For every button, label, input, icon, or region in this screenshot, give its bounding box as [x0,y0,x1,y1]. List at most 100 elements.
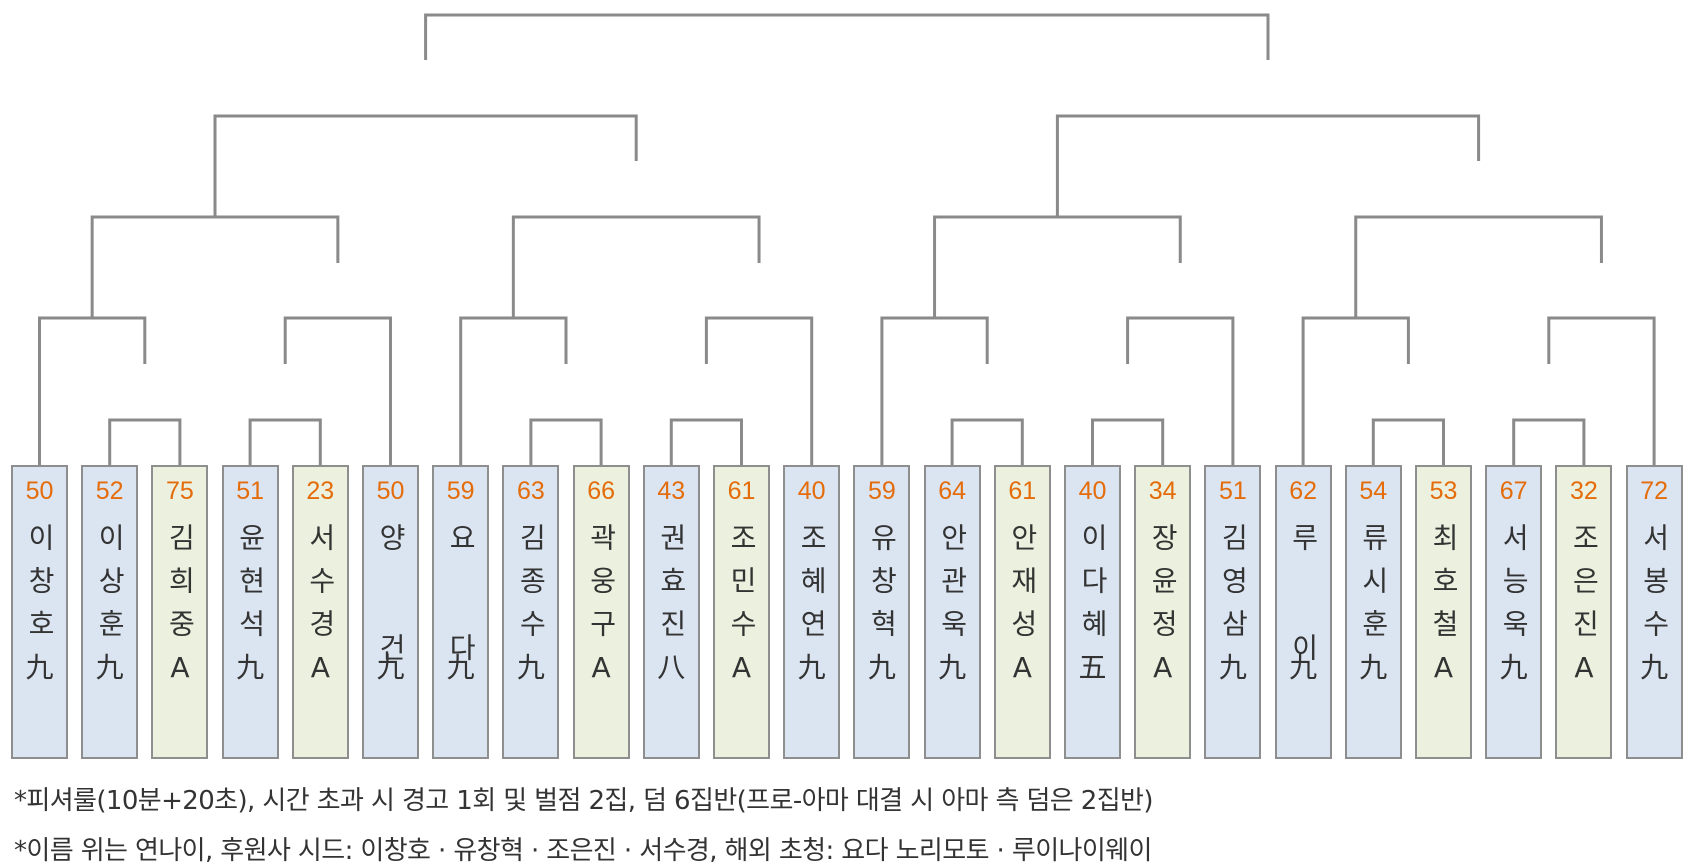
pair-connector [108,418,182,465]
player-rank: 九 [376,651,405,684]
pair-connector [248,418,322,465]
player-age: 75 [165,477,194,505]
player-name-column: 김희중 [153,523,206,652]
player-name-column: 조민수 [715,523,768,652]
player-age: 51 [236,477,264,505]
pair-connector [1512,418,1586,465]
round1-connector [1126,316,1235,465]
seed-note: *이름 위는 연나이, 후원사 시드: 이창호 · 유창혁 · 조은진 · 서수… [14,836,1152,866]
round2-connector [90,215,340,318]
player-age: 72 [1640,477,1668,505]
player-age: 34 [1148,477,1177,505]
player-rank: 九 [236,651,265,684]
player-name-column: 김종수 [504,523,557,652]
player-age: 66 [587,477,615,505]
pair-connector [1371,418,1445,465]
player-age: 50 [376,477,405,505]
player-rank: 九 [1640,651,1669,684]
player-age: 23 [306,477,335,505]
player-name-column: 양 건 [364,523,417,676]
player-name: 이다혜 [1076,523,1110,652]
player-rank: 八 [657,651,686,684]
player-rank: A [310,651,330,684]
round1-connector [704,316,814,465]
player-name: 유창혁 [865,523,899,652]
player-age: 63 [516,477,545,505]
player-name: 김영삼 [1216,523,1250,652]
player-age: 67 [1499,477,1528,505]
round1-connector [880,316,989,465]
round2-connector [511,215,761,318]
pair-connector [669,418,743,465]
player-name: 안관욱 [936,523,970,652]
player-rank: 九 [867,651,896,684]
player-rank: 九 [95,651,124,684]
player-name-column: 조은진 [1557,523,1610,652]
round2-connector [933,215,1182,318]
final-connector [424,13,1270,60]
player-rank: 九 [938,651,967,684]
player-age: 61 [727,477,756,505]
pair-connector [1091,418,1165,465]
player-rank: 九 [1359,651,1388,684]
round1-connector [459,316,568,465]
player-name-column: 권효진 [645,523,698,652]
player-rank: A [591,651,611,684]
pair-connector [529,418,603,465]
player-name: 조민수 [725,523,759,652]
player-age: 50 [25,477,54,505]
round1-connector [1301,316,1410,465]
player-age: 62 [1289,477,1317,505]
player-name: 루 이 [1287,523,1321,676]
player-age: 43 [657,477,686,505]
player-rank: 五 [1078,651,1107,684]
player-rank: A [1574,651,1594,684]
player-name-column: 이상훈 [83,523,136,652]
player-age: 54 [1359,477,1388,505]
player-name: 권효진 [655,523,689,652]
round1-connector [1547,316,1656,465]
player-name: 김희중 [163,523,197,652]
player-name: 이상훈 [93,523,127,652]
player-rank: 九 [516,651,545,684]
round3-connector [1055,114,1481,217]
player-age: 40 [1078,477,1107,505]
pair-connector [950,418,1024,465]
player-name-column: 이다혜 [1066,523,1119,652]
round1-connector [283,316,392,465]
player-name: 장윤정 [1146,523,1180,652]
player-name: 이창호 [23,523,57,652]
player-name-column: 요 다 [434,523,487,676]
player-name: 조은진 [1567,523,1601,652]
player-rank: 九 [1218,651,1247,684]
player-name-column: 김영삼 [1206,523,1259,652]
player-name-column: 최호철 [1417,523,1470,652]
player-age: 61 [1008,477,1037,505]
player-rank: 九 [797,651,826,684]
player-name-column: 조혜연 [785,523,838,652]
player-rank: 九 [1289,651,1318,684]
player-age: 64 [938,477,966,505]
player-name: 윤현석 [234,523,268,652]
player-name: 최호철 [1427,523,1461,652]
player-rank: A [731,651,752,684]
player-age: 52 [95,477,124,505]
player-age: 40 [797,477,826,505]
player-rank: A [170,651,190,684]
player-name: 양 건 [374,523,408,676]
